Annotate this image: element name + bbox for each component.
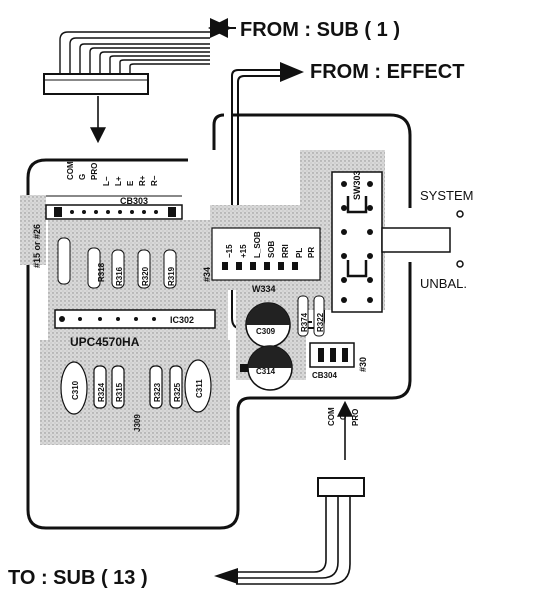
label-from-sub: FROM : SUB ( 1 )	[240, 19, 400, 41]
label-pin-rminus: R−	[150, 175, 159, 186]
ribbon-cable-bottom	[236, 477, 365, 585]
label-bottom-pro: PRO	[351, 409, 360, 426]
lower-components	[60, 359, 212, 415]
label-pin-com: COM	[66, 161, 75, 180]
resistors-r374-r322	[297, 295, 325, 337]
pin-labels-bottom: COM G PRO	[327, 407, 360, 426]
label-to-sub: TO : SUB ( 13 )	[8, 567, 148, 589]
connector-cb304: CB304	[309, 342, 355, 380]
label-30: #30	[358, 357, 368, 372]
label-from-effect: FROM : EFFECT	[310, 61, 464, 83]
label-r320: R320	[141, 266, 150, 286]
label-pin-g: G	[78, 174, 87, 180]
capacitor-c309: C309	[245, 302, 291, 348]
switch-positions: SYSTEM UNBAL.	[420, 188, 473, 291]
arrow-from-sub	[208, 18, 236, 38]
label-unbal: UNBAL.	[420, 276, 467, 291]
label-c310: C310	[71, 380, 80, 400]
arrow-from-effect	[280, 62, 304, 82]
label-r318: R318	[97, 262, 106, 282]
capacitor-c314: C314	[240, 345, 293, 391]
label-bottom-com: COM	[327, 407, 336, 426]
label-rri: RRI	[281, 244, 290, 258]
label-r316: R316	[115, 266, 124, 286]
connector-cb303: CB303	[45, 195, 183, 220]
label-r319: R319	[167, 266, 176, 286]
label-c311: C311	[195, 379, 204, 398]
label-j309: J309	[133, 414, 142, 432]
label-system: SYSTEM	[420, 188, 473, 203]
arrow-to-sub	[214, 568, 238, 584]
resistor-rows	[57, 237, 177, 289]
label-cb304: CB304	[312, 371, 337, 380]
label-r324: R324	[97, 382, 106, 402]
label-c314: C314	[256, 367, 276, 376]
board-edge	[26, 158, 412, 530]
label-pl: PL	[295, 248, 304, 258]
label-upc4570ha: UPC4570HA	[70, 335, 140, 349]
label-lsob: L_SOB	[253, 231, 262, 258]
label-conn-left: #15 or #26	[32, 224, 42, 268]
label-pin-pro: PRO	[90, 163, 99, 180]
label-r323: R323	[153, 382, 162, 402]
label-pin-e: E	[126, 180, 135, 186]
switch-sw303: SW303	[331, 170, 451, 313]
label-sw303: SW303	[352, 170, 362, 200]
label-pin-rplus: R+	[138, 175, 147, 186]
label-bottom-g: G	[339, 414, 348, 420]
ic302: IC302	[54, 309, 216, 329]
pin-labels-top: COM G PRO L− L+ E R+ R−	[66, 161, 159, 186]
label-r325: R325	[173, 382, 182, 402]
label-w334: W334	[252, 284, 276, 294]
label-pr: PR	[307, 247, 316, 258]
label-r315: R315	[115, 382, 124, 402]
label-r322: R322	[316, 312, 325, 332]
label-r374: R374	[300, 312, 309, 332]
label-sob: SOB	[267, 240, 276, 258]
connector-middle: −15 +15 L_SOB SOB RRI PL PR	[211, 227, 321, 281]
label-ic302: IC302	[170, 315, 194, 325]
ribbon-cable-top	[43, 31, 210, 144]
label-plus15: +15	[239, 244, 248, 258]
label-pin-lminus: L−	[102, 176, 111, 186]
label-minus15: −15	[225, 244, 234, 258]
label-c309: C309	[256, 327, 276, 336]
label-cb303: CB303	[120, 196, 148, 206]
label-pin-lplus: L+	[114, 176, 123, 186]
label-34: #34	[202, 267, 212, 282]
